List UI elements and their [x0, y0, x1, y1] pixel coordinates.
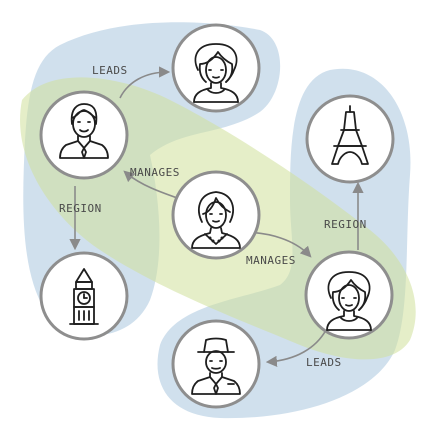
node-left-businessman[interactable]: [39, 90, 129, 180]
woman-avatar-icon: [193, 43, 239, 103]
woman-avatar-icon: [326, 271, 372, 331]
node-center-woman-manager[interactable]: [171, 170, 261, 260]
label-manages-right: MANAGES: [246, 254, 296, 267]
label-region-right: REGION: [324, 218, 367, 231]
eiffel-tower-icon: [331, 105, 369, 165]
edge-labels: LEADS MANAGES REGION MANAGES REGION LEAD…: [59, 64, 367, 369]
label-region-left: REGION: [59, 202, 102, 215]
node-big-ben[interactable]: [39, 251, 129, 341]
node-right-woman[interactable]: [304, 250, 394, 340]
label-manages-left: MANAGES: [130, 166, 180, 179]
label-leads-bottom: LEADS: [306, 356, 342, 369]
big-ben-icon: [69, 268, 99, 325]
businessman-avatar-icon: [59, 103, 109, 159]
node-eiffel-tower[interactable]: [305, 94, 395, 184]
label-leads-top: LEADS: [92, 64, 128, 77]
man-with-hat-avatar-icon: [191, 337, 241, 395]
edge-leads-bottom: [265, 329, 327, 367]
woman-manager-avatar-icon: [191, 191, 241, 249]
node-top-woman[interactable]: [171, 23, 261, 113]
node-bottom-man-hat[interactable]: [171, 319, 261, 409]
edge-leads-top: [119, 66, 171, 99]
